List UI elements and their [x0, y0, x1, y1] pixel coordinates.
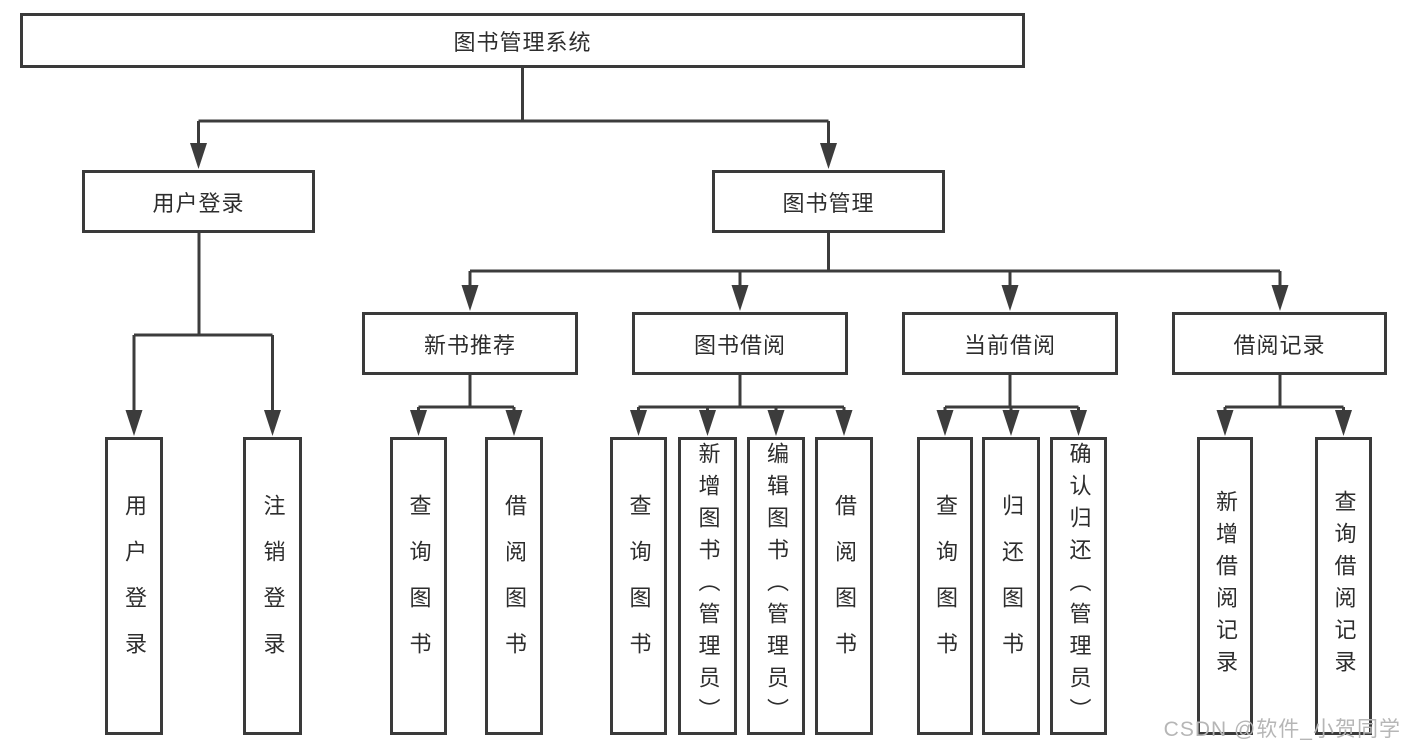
node-borrow-records-label: 借阅记录 [1233, 332, 1326, 358]
node-borrow-records: 借阅记录 [1172, 312, 1387, 375]
leaf-records-add-label: 新增借阅记录 [1213, 490, 1238, 682]
leaf-current-query-label: 查询图书 [933, 494, 958, 678]
leaf-logout-label: 注销登录 [260, 494, 286, 678]
leaf-borrow-book-label: 借阅图书 [832, 494, 857, 678]
leaf-borrow-edit-admin-label: 编辑图书（管理员） [764, 442, 789, 730]
node-root-label: 图书管理系统 [453, 29, 592, 55]
leaf-current-confirm-admin-label: 确认归还（管理员） [1066, 442, 1092, 730]
connector-user-login [125, 233, 281, 436]
leaf-current-return: 归还图书 [982, 437, 1040, 735]
connector-book-mgmt [461, 233, 1289, 311]
leaf-current-query: 查询图书 [917, 437, 973, 735]
node-book-borrow: 图书借阅 [632, 312, 848, 375]
node-user-login-label: 用户登录 [152, 190, 245, 216]
connector-current-borrow [936, 375, 1087, 436]
leaf-borrow-query-label: 查询图书 [626, 494, 652, 678]
leaf-login: 用户登录 [105, 437, 163, 735]
leaf-newbooks-query: 查询图书 [390, 437, 447, 735]
leaf-borrow-query: 查询图书 [610, 437, 667, 735]
leaf-borrow-edit-admin: 编辑图书（管理员） [747, 437, 805, 735]
leaf-borrow-book: 借阅图书 [815, 437, 873, 735]
leaf-logout: 注销登录 [243, 437, 302, 735]
connector-root-to-level2 [190, 68, 837, 169]
leaf-newbooks-query-label: 查询图书 [406, 494, 432, 678]
leaf-records-query: 查询借阅记录 [1315, 437, 1372, 735]
connector-borrow-records [1216, 375, 1352, 436]
node-new-books-label: 新书推荐 [423, 332, 516, 358]
leaf-newbooks-borrow-label: 借阅图书 [502, 494, 527, 678]
leaf-borrow-add-admin: 新增图书（管理员） [678, 437, 737, 735]
node-book-mgmt: 图书管理 [712, 170, 945, 233]
watermark-text: CSDN @软件_小贺同学 [1163, 718, 1401, 741]
node-user-login: 用户登录 [82, 170, 315, 233]
connector-book-borrow [630, 375, 853, 436]
node-current-borrow-label: 当前借阅 [963, 332, 1056, 358]
node-new-books: 新书推荐 [362, 312, 578, 375]
node-book-mgmt-label: 图书管理 [782, 190, 875, 216]
leaf-borrow-add-admin-label: 新增图书（管理员） [695, 442, 721, 730]
leaf-newbooks-borrow: 借阅图书 [485, 437, 543, 735]
leaf-login-label: 用户登录 [122, 494, 147, 678]
leaf-current-confirm-admin: 确认归还（管理员） [1050, 437, 1107, 735]
node-root: 图书管理系统 [20, 13, 1025, 68]
node-book-borrow-label: 图书借阅 [693, 332, 786, 358]
connector-new-books [410, 375, 523, 436]
leaf-records-query-label: 查询借阅记录 [1331, 490, 1357, 682]
node-current-borrow: 当前借阅 [902, 312, 1118, 375]
leaf-records-add: 新增借阅记录 [1197, 437, 1253, 735]
leaf-current-return-label: 归还图书 [999, 494, 1024, 678]
